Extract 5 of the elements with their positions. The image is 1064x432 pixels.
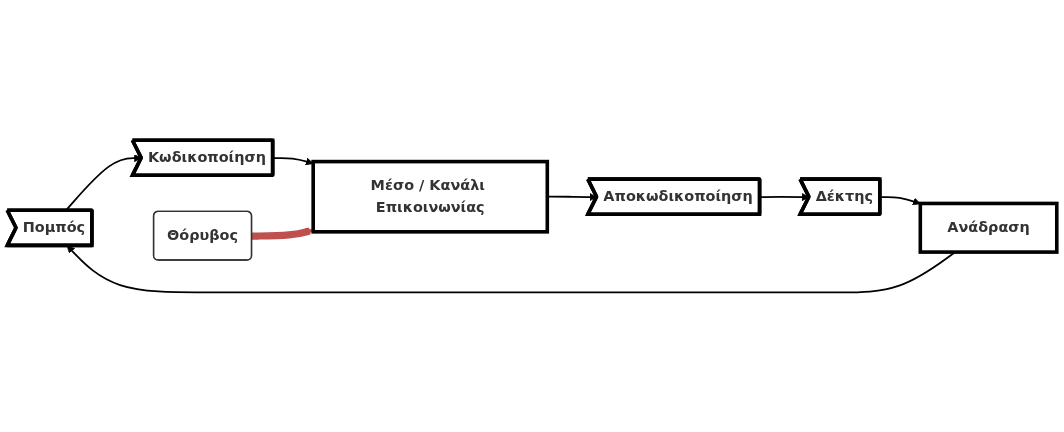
node-box: Μέσο / Κανάλι Επικοινωνίας: [311, 159, 550, 234]
node-box: Ανάδραση: [918, 201, 1059, 254]
arrow: [251, 227, 314, 240]
arrow: [879, 195, 921, 205]
arrow: [272, 156, 314, 166]
